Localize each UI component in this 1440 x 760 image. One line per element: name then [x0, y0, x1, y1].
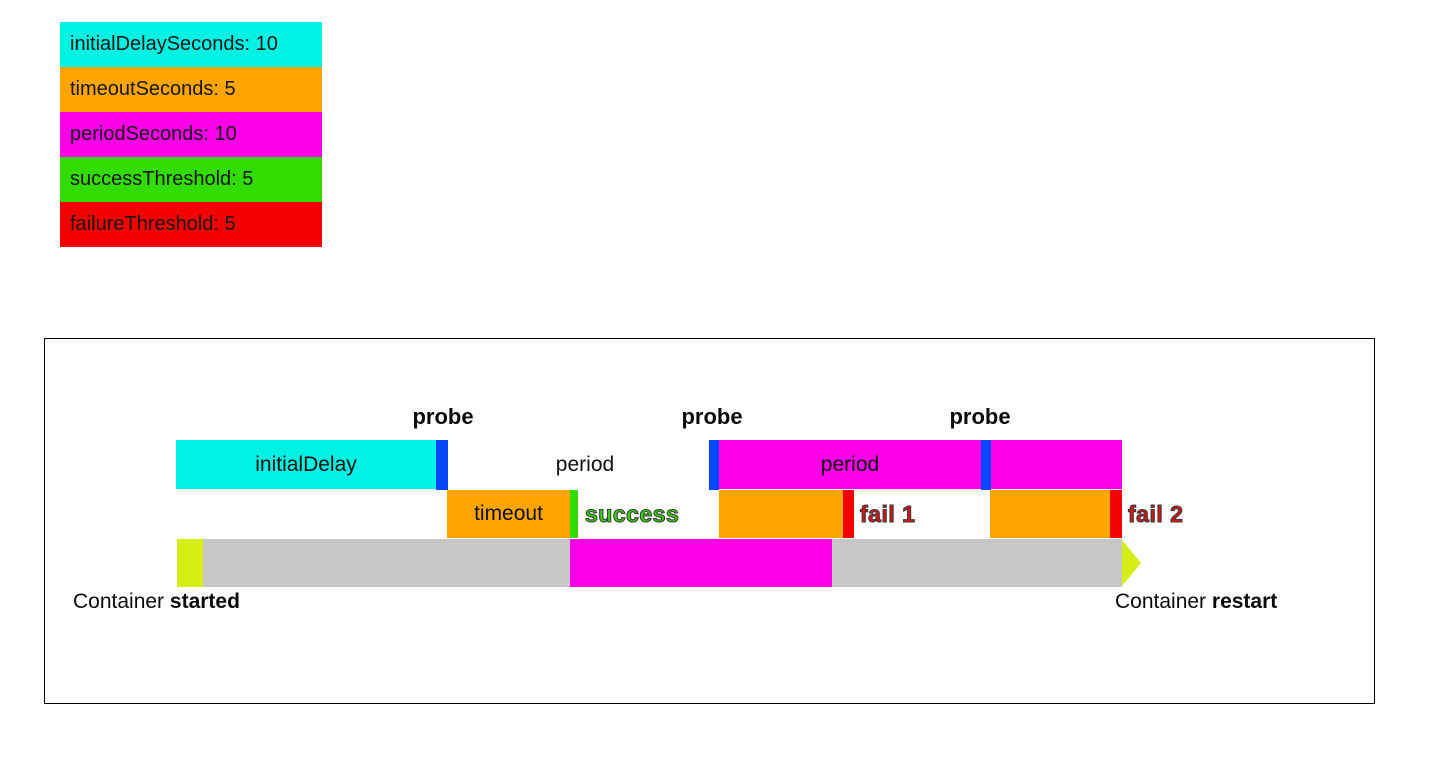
legend-label: successThreshold: 5	[70, 168, 254, 190]
container-restart-caption: Container restart	[1115, 590, 1277, 614]
success-label: success	[584, 500, 680, 527]
container-unhealthy-bar	[570, 539, 832, 587]
timeout-bar-2	[719, 490, 843, 538]
period-bar-2	[991, 440, 1122, 489]
period-gap-label: period	[555, 452, 615, 476]
legend-item-success-threshold: successThreshold: 5	[60, 157, 322, 202]
container-uptime-bar-1	[203, 539, 570, 587]
container-restart-prefix: Container	[1115, 590, 1212, 613]
legend-label: initialDelaySeconds: 10	[70, 33, 278, 55]
legend-label: timeoutSeconds: 5	[70, 78, 236, 100]
success-tick	[570, 490, 578, 538]
container-uptime-bar-2	[832, 539, 1122, 587]
fail-tick-1	[843, 490, 854, 538]
period-bar-1: period	[719, 440, 981, 489]
timeout-label: timeout	[474, 502, 543, 525]
legend-label: failureThreshold: 5	[70, 213, 236, 235]
timeout-bar-3	[990, 490, 1110, 538]
container-restart-arrow	[1122, 540, 1141, 586]
probe-tick-3	[981, 440, 991, 490]
probe-tick-1	[436, 440, 448, 490]
period-bar-label: period	[820, 452, 880, 476]
fail-2-label: fail 2	[1127, 500, 1184, 527]
legend: initialDelaySeconds: 10 timeoutSeconds: …	[60, 22, 322, 247]
container-started-prefix: Container	[73, 590, 170, 613]
probe-label-2: probe	[681, 404, 743, 429]
probe-label-3: probe	[949, 404, 1011, 429]
initial-delay-label: initialDelay	[255, 452, 357, 476]
container-start-tick	[177, 539, 203, 587]
diagram-frame	[44, 338, 1375, 704]
fail-1-label: fail 1	[859, 500, 916, 527]
container-started-word: started	[169, 590, 240, 613]
timeout-bar-1: timeout	[447, 490, 570, 538]
container-restart-word: restart	[1211, 590, 1278, 613]
probe-tick-2	[709, 440, 719, 490]
probe-label-1: probe	[412, 404, 474, 429]
legend-label: periodSeconds: 10	[70, 123, 237, 145]
container-started-caption: Container started	[73, 590, 240, 614]
legend-item-initial-delay-seconds: initialDelaySeconds: 10	[60, 22, 322, 67]
legend-item-failure-threshold: failureThreshold: 5	[60, 202, 322, 247]
legend-item-timeout-seconds: timeoutSeconds: 5	[60, 67, 322, 112]
initial-delay-bar: initialDelay	[176, 440, 436, 489]
legend-item-period-seconds: periodSeconds: 10	[60, 112, 322, 157]
fail-tick-2	[1110, 490, 1122, 538]
